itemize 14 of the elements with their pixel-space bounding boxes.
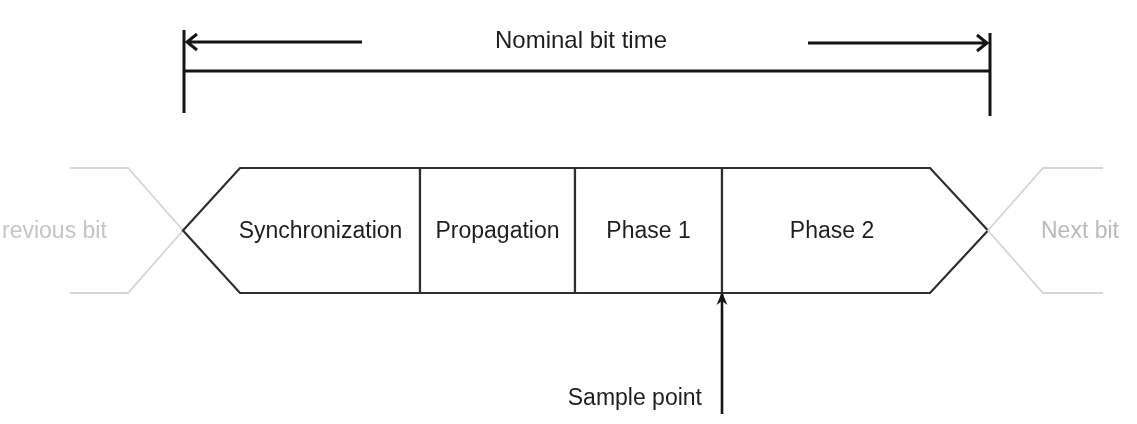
bit-segment [183, 168, 420, 293]
bit-segment [722, 168, 988, 293]
bit-label: Next bit [1041, 217, 1119, 244]
segment-label: Phase 2 [789, 217, 875, 244]
faded-bit-shape [0, 168, 183, 293]
bit-label: revious bit [2, 217, 107, 244]
segment-label: Propagation [435, 217, 560, 244]
segment-label: Phase 1 [606, 217, 691, 244]
annotation-label: Sample point [532, 380, 722, 414]
segment-label: Synchronization [238, 217, 403, 244]
bit-segment [420, 168, 575, 293]
bit-segment [575, 168, 722, 293]
arrow [716, 291, 728, 414]
dimension-label: Nominal bit time [494, 26, 668, 54]
